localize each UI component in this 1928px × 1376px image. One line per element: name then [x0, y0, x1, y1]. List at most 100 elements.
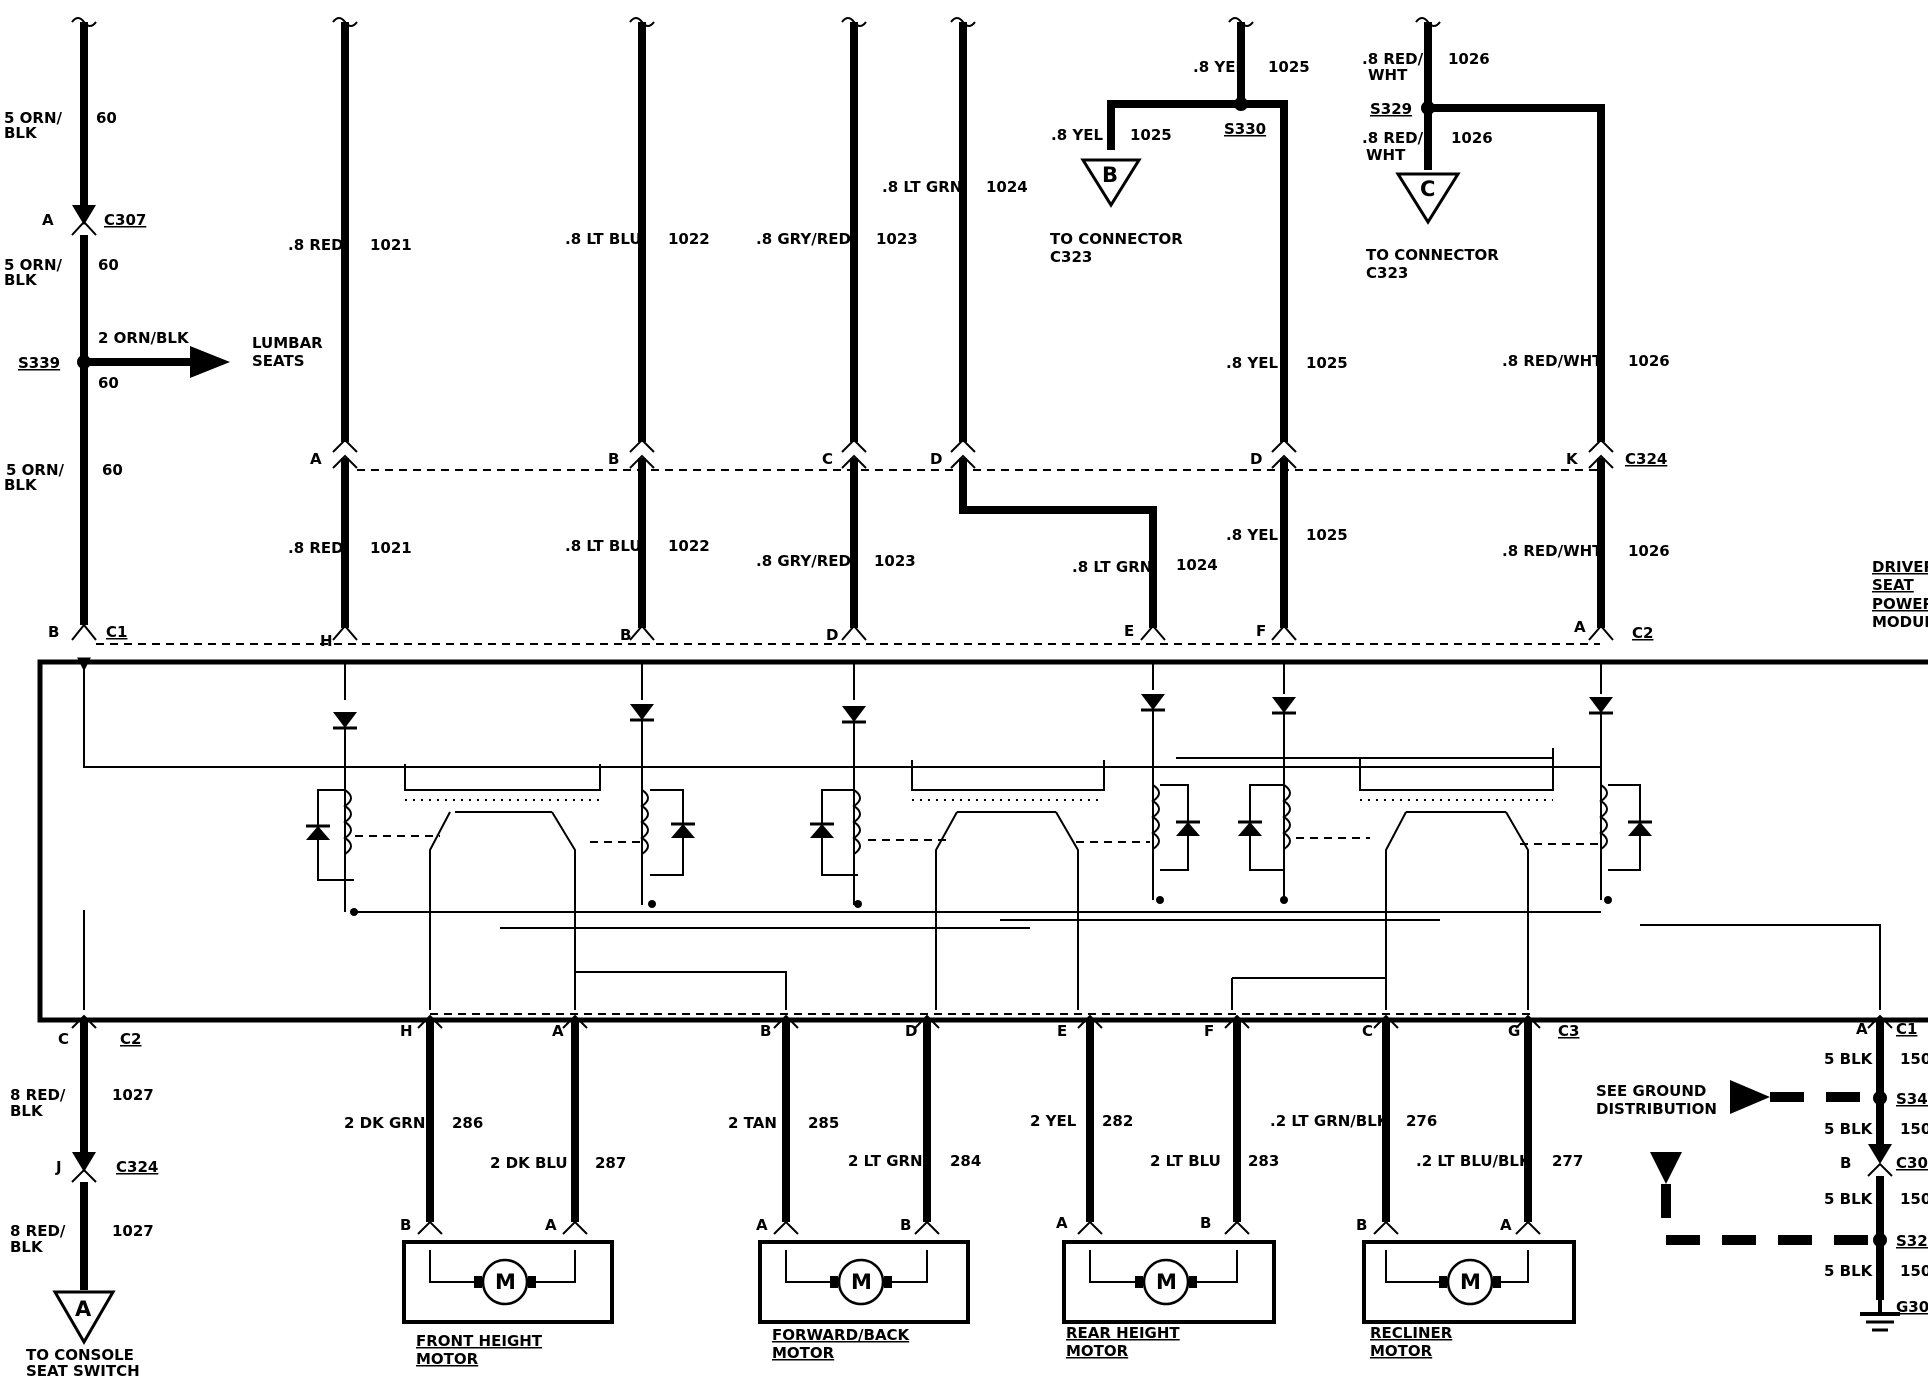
- c2-pin-d: D: [826, 626, 838, 644]
- motor-forward-back: M: [758, 1014, 970, 1324]
- rear-w2-circuit: 283: [1248, 1152, 1279, 1170]
- w1022-circuit-lower: 1022: [668, 537, 710, 555]
- g-c307-connector: C307: [1896, 1154, 1928, 1172]
- s340-splice: S340: [1896, 1090, 1928, 1108]
- c307-pin: A: [42, 211, 54, 229]
- top-wire-labels: .8 RED 1021 .8 LT BLU 1022 .8 GRY/RED 10…: [288, 50, 1928, 650]
- front-w2-circuit: 287: [595, 1154, 626, 1172]
- c2-connector: C2: [1632, 624, 1653, 642]
- top-wires: B C: [96, 17, 1614, 645]
- w1027b-circuit: 1027: [112, 1222, 154, 1240]
- tri-c: C: [1420, 177, 1435, 201]
- ground-circuit: C1 A 5 BLK 150 SEE GROUND DISTRIBUTION S…: [1596, 1014, 1928, 1332]
- c2-pin-b: B: [620, 626, 631, 644]
- w1027-color-2: BLK: [10, 1102, 44, 1120]
- lumbar-dest-2: SEATS: [252, 352, 305, 370]
- motor-m-front: M: [495, 1270, 516, 1294]
- wht-branch-circuit: 1026: [1451, 129, 1493, 147]
- g-w2-circuit: 150: [1900, 1120, 1928, 1138]
- c324-pin-c: C: [822, 450, 833, 468]
- rec-w1-circuit: 276: [1406, 1112, 1437, 1130]
- feed-upper-color-2: BLK: [4, 124, 38, 142]
- c324-pin-k: K: [1566, 450, 1579, 468]
- s330-splice: S330: [1224, 120, 1266, 138]
- rec-pin-bot-2: A: [1500, 1216, 1512, 1234]
- c1-pin-b: B: [48, 623, 59, 641]
- yel-dest-1: TO CONNECTOR: [1050, 230, 1183, 248]
- fwd-w2-color: 2 LT GRN: [848, 1152, 923, 1170]
- c324-pin-d2: D: [1250, 450, 1262, 468]
- w1027-color-1: 8 RED/: [10, 1086, 66, 1104]
- w1025-circuit: 1025: [1306, 354, 1348, 372]
- wht-branch-color-2: WHT: [1366, 146, 1406, 164]
- front-name-1: FRONT HEIGHT: [416, 1332, 543, 1350]
- c324-connector: C324: [1625, 450, 1667, 468]
- g-w3-circuit: 150: [1900, 1190, 1928, 1208]
- module-label-1: DRIVERS: [1872, 558, 1928, 576]
- wht-branch-color-1: .8 RED/: [1362, 129, 1424, 147]
- w1023-circuit-lower: 1023: [874, 552, 916, 570]
- w1023-color-lower: .8 GRY/RED: [756, 552, 851, 570]
- motor-rear-height: M: [1062, 1014, 1276, 1324]
- c324-bottom-connector: C324: [116, 1158, 158, 1176]
- w1022-circuit: 1022: [668, 230, 710, 248]
- g-w1-color: 5 BLK: [1824, 1050, 1874, 1068]
- rec-pin-top-2: G: [1508, 1022, 1520, 1040]
- feed-lower-circuit: 60: [102, 461, 123, 479]
- g-w1-circuit: 150: [1900, 1050, 1928, 1068]
- module-label-3: POWER: [1872, 595, 1928, 613]
- front-w2-color: 2 DK BLU: [490, 1154, 568, 1172]
- fwd-pin-top-2: D: [905, 1022, 917, 1040]
- yel-branch-circuit: 1025: [1130, 126, 1172, 144]
- yel-dest-2: C323: [1050, 248, 1092, 266]
- feed-mid-color-2: BLK: [4, 271, 38, 289]
- w1021-color: .8 RED: [288, 236, 344, 254]
- c324-pin-d: D: [930, 450, 942, 468]
- w1021-color-lower: .8 RED: [288, 539, 344, 557]
- w1022-color-lower: .8 LT BLU: [565, 537, 642, 555]
- wht-top-circuit: 1026: [1448, 50, 1490, 68]
- w1026-circuit: 1026: [1628, 352, 1670, 370]
- fwd-w2-circuit: 284: [950, 1152, 981, 1170]
- rear-w2-color: 2 LT BLU: [1150, 1152, 1221, 1170]
- motor-circuits: M M: [402, 1013, 1576, 1324]
- c2-pin-c: C: [58, 1030, 69, 1048]
- front-pin-top-2: A: [552, 1022, 564, 1040]
- tri-a: A: [75, 1297, 92, 1321]
- c1-connector: C1: [106, 623, 127, 641]
- rec-w2-circuit: 277: [1552, 1152, 1583, 1170]
- feed-lower-color-2: BLK: [4, 476, 38, 494]
- c2-pin-f: F: [1256, 622, 1266, 640]
- c2-pin-h: H: [320, 632, 333, 650]
- feed-mid-circuit: 60: [98, 256, 119, 274]
- c324-pin-b: B: [608, 450, 619, 468]
- w1026-circuit-lower: 1026: [1628, 542, 1670, 560]
- w1024-color-lower: .8 LT GRN: [1072, 558, 1152, 576]
- g-w2-color: 5 BLK: [1824, 1120, 1874, 1138]
- feed-upper-color-1: 5 ORN/: [4, 109, 63, 127]
- motor-m-rear: M: [1156, 1270, 1177, 1294]
- seat-power-module: [37, 657, 1928, 1023]
- rec-pin-top-1: C: [1362, 1022, 1373, 1040]
- w1021-circuit-lower: 1021: [370, 539, 412, 557]
- w1026-color: .8 RED/WHT: [1502, 352, 1603, 370]
- rear-pin-top-2: F: [1204, 1022, 1214, 1040]
- g-c307-pin: B: [1840, 1154, 1851, 1172]
- w1027b-color-2: BLK: [10, 1238, 44, 1256]
- tri-b: B: [1102, 163, 1118, 187]
- w1023-circuit: 1023: [876, 230, 918, 248]
- rec-w2-color: .2 LT BLU/BLK: [1416, 1152, 1532, 1170]
- see-ground-2: DISTRIBUTION: [1596, 1100, 1717, 1118]
- s329-splice: S329: [1370, 100, 1412, 118]
- w1027-circuit: 1027: [112, 1086, 154, 1104]
- fwd-pin-top-1: B: [760, 1022, 771, 1040]
- wht-top-color-2: WHT: [1368, 66, 1408, 84]
- rear-pin-bot-2: B: [1200, 1214, 1211, 1232]
- w1022-color: .8 LT BLU: [565, 230, 642, 248]
- fwd-name-2: MOTOR: [772, 1344, 835, 1362]
- wht-top-color-1: .8 RED/: [1362, 50, 1424, 68]
- branch-circuit: 60: [98, 374, 119, 392]
- feed-upper-circuit: 60: [96, 109, 117, 127]
- rec-name-2: MOTOR: [1370, 1342, 1433, 1360]
- w1027b-color-1: 8 RED/: [10, 1222, 66, 1240]
